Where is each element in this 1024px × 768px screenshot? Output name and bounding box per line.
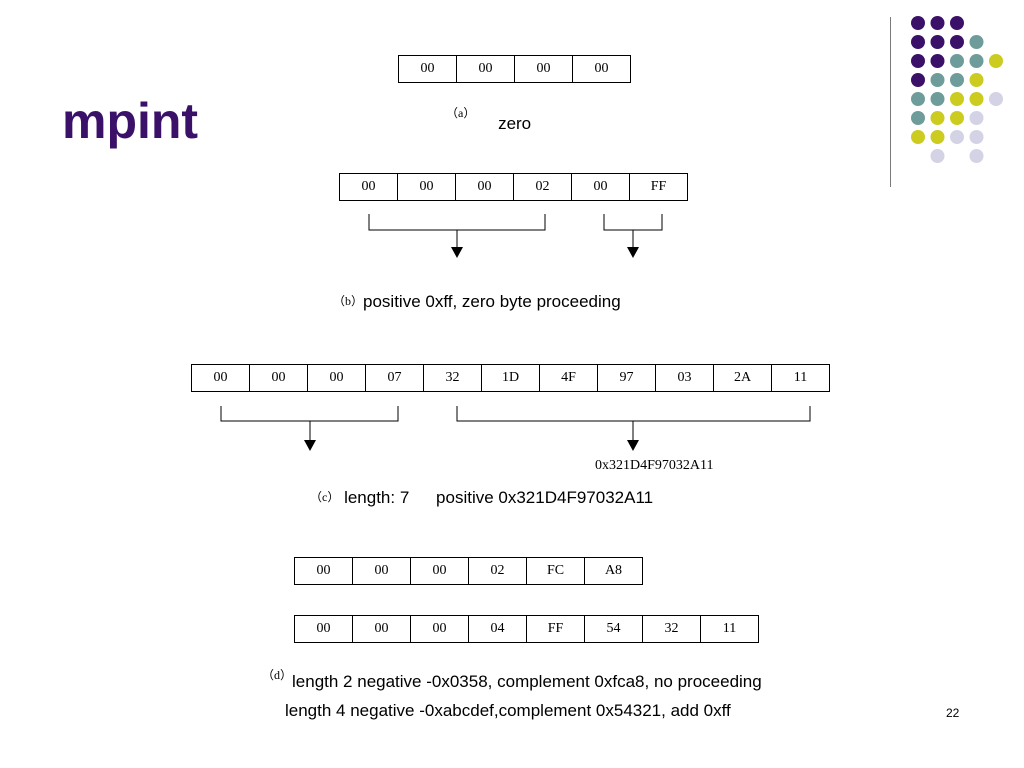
- bracket-c-right: [456, 406, 811, 422]
- byte-cell: 11: [700, 615, 759, 643]
- byte-cell: 00: [352, 557, 411, 585]
- caption-b: （b）positive 0xff, zero byte proceeding: [333, 292, 621, 312]
- caption-d2-text: length 4 negative -0xabcdef,complement 0…: [285, 701, 731, 720]
- decorative-dot: [930, 111, 945, 125]
- arrow-b-left: [451, 247, 463, 258]
- caption-d2: length 4 negative -0xabcdef,complement 0…: [285, 701, 731, 721]
- caption-a-tag: （a）: [446, 106, 476, 120]
- byte-cell: 11: [771, 364, 830, 392]
- byte-cell: 97: [597, 364, 656, 392]
- decorative-dot: [950, 92, 964, 106]
- decorative-dot: [950, 35, 964, 49]
- decorative-dot: [930, 73, 945, 87]
- byte-cell: 00: [398, 55, 457, 83]
- byte-cell: 1D: [481, 364, 540, 392]
- byte-cell: 00: [191, 364, 250, 392]
- decorative-dot: [911, 35, 925, 49]
- decorative-dot: [969, 35, 984, 49]
- arrow-c-right: [627, 440, 639, 451]
- byte-cell: 2A: [713, 364, 772, 392]
- slide-title: mpint: [62, 93, 199, 149]
- decorative-dot: [950, 73, 964, 87]
- caption-c-tag: （c）: [310, 490, 340, 504]
- byte-cell: 07: [365, 364, 424, 392]
- value-label-c: 0x321D4F97032A11: [595, 458, 714, 473]
- decorative-dot: [930, 54, 945, 68]
- byte-cell: 00: [294, 615, 353, 643]
- byte-cell: 00: [294, 557, 353, 585]
- decorative-dot: [950, 111, 964, 125]
- decorative-dot: [911, 111, 925, 125]
- byte-cell: 00: [339, 173, 398, 201]
- byte-cell: 00: [249, 364, 308, 392]
- decorative-dot: [911, 92, 925, 106]
- decorative-dot: [969, 92, 984, 106]
- decorative-dot: [930, 92, 945, 106]
- byte-cell: 00: [572, 55, 631, 83]
- caption-d1: （d）length 2 negative -0x0358, complement…: [262, 668, 762, 692]
- byte-cell: 4F: [539, 364, 598, 392]
- byte-cell: 00: [410, 557, 469, 585]
- byte-cell: 32: [423, 364, 482, 392]
- bracket-c-left: [220, 406, 399, 422]
- arrow-b-right: [627, 247, 639, 258]
- byte-cell: 03: [655, 364, 714, 392]
- byte-cell: 00: [397, 173, 456, 201]
- byte-cell: FF: [629, 173, 688, 201]
- decorative-dot: [911, 73, 925, 87]
- decorative-dot: [930, 35, 945, 49]
- decorative-dot: [969, 73, 984, 87]
- caption-d1-text: length 2 negative -0x0358, complement 0x…: [292, 672, 762, 691]
- byte-cell: 00: [352, 615, 411, 643]
- decorative-dot: [930, 149, 945, 163]
- byte-cell: 32: [642, 615, 701, 643]
- byte-cell: FC: [526, 557, 585, 585]
- byte-cell: 04: [468, 615, 527, 643]
- caption-c-value: positive 0x321D4F97032A11: [436, 488, 654, 507]
- decorative-dot: [950, 54, 964, 68]
- decorative-dot: [911, 16, 925, 30]
- caption-c-length: length: 7: [344, 488, 410, 507]
- byte-cell: 02: [468, 557, 527, 585]
- byte-cell: 00: [456, 55, 515, 83]
- decorative-dot: [969, 54, 984, 68]
- decorative-dot: [969, 149, 984, 163]
- decorative-dot: [911, 130, 925, 144]
- byte-cell: FF: [526, 615, 585, 643]
- bracket-b-left: [368, 214, 546, 231]
- decorative-dot: [969, 130, 984, 144]
- decorative-dot: [930, 130, 945, 144]
- decorative-dot-grid: [911, 16, 1003, 163]
- byte-cell: A8: [584, 557, 643, 585]
- decorative-dot: [989, 54, 1003, 68]
- decorative-dot: [950, 130, 964, 144]
- caption-d-tag: （d）: [262, 668, 293, 682]
- caption-b-tag: （b）: [333, 294, 364, 308]
- bracket-b-right: [603, 214, 663, 231]
- decorative-dot: [911, 54, 925, 68]
- arrow-c-left: [304, 440, 316, 451]
- caption-b-text: positive 0xff, zero byte proceeding: [363, 292, 621, 311]
- byte-cell: 00: [455, 173, 514, 201]
- decorative-dot: [969, 111, 984, 125]
- divider-line: [890, 17, 891, 187]
- byte-cell: 00: [514, 55, 573, 83]
- decorative-dot: [930, 16, 945, 30]
- caption-a-text: zero: [498, 114, 532, 133]
- byte-cell: 02: [513, 173, 572, 201]
- decorative-dot: [989, 92, 1003, 106]
- caption-a: （a） zero: [446, 104, 531, 133]
- byte-cell: 00: [307, 364, 366, 392]
- caption-c: （c） length: 7 positive 0x321D4F97032A11: [310, 488, 653, 508]
- byte-cell: 00: [410, 615, 469, 643]
- page-number: 22: [946, 706, 960, 720]
- byte-cell: 00: [571, 173, 630, 201]
- decorative-dot: [950, 16, 964, 30]
- byte-cell: 54: [584, 615, 643, 643]
